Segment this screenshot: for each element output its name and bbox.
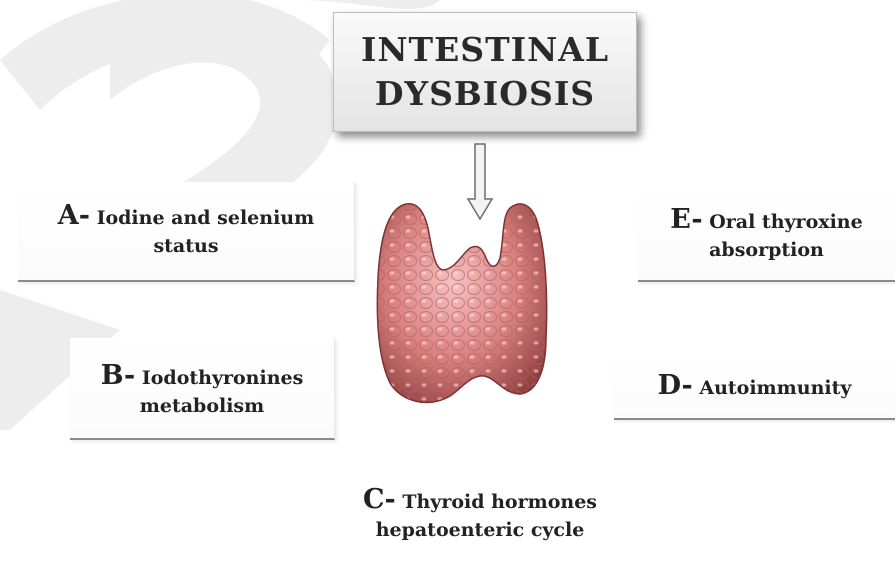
item-c-label: C- Thyroid hormones hepatoenteric cycle	[310, 486, 650, 544]
item-e-line-2: absorption	[709, 239, 824, 261]
item-c-line-1: Thyroid hormones	[402, 491, 597, 513]
title-box: INTESTINAL DYSBIOSIS	[333, 12, 637, 132]
item-b-line-1: Iodothyronines	[142, 367, 303, 389]
item-b-line-2: metabolism	[140, 395, 264, 417]
item-b-label: B- Iodothyronines metabolism	[70, 362, 334, 420]
item-a-label: A- Iodine and selenium status	[18, 202, 354, 260]
title-line-2: DYSBIOSIS	[375, 72, 595, 116]
item-c-letter: C-	[363, 484, 396, 515]
item-d-letter: D-	[658, 370, 693, 401]
item-c-line-2: hepatoenteric cycle	[376, 519, 585, 541]
item-e-line-1: Oral thyroxine	[709, 211, 862, 233]
item-b-letter: B-	[101, 360, 136, 391]
item-d-line-1: Autoimmunity	[699, 377, 851, 399]
item-e-letter: E-	[670, 204, 702, 235]
item-a-letter: A-	[58, 200, 90, 231]
item-a-line-1: Iodine and selenium	[97, 207, 315, 229]
item-d-label: D- Autoimmunity	[614, 372, 895, 402]
title-line-1: INTESTINAL	[361, 28, 609, 72]
item-a-line-2: status	[153, 235, 218, 257]
item-e-label: E- Oral thyroxine absorption	[638, 206, 895, 264]
thyroid-gland-illustration	[370, 198, 550, 412]
